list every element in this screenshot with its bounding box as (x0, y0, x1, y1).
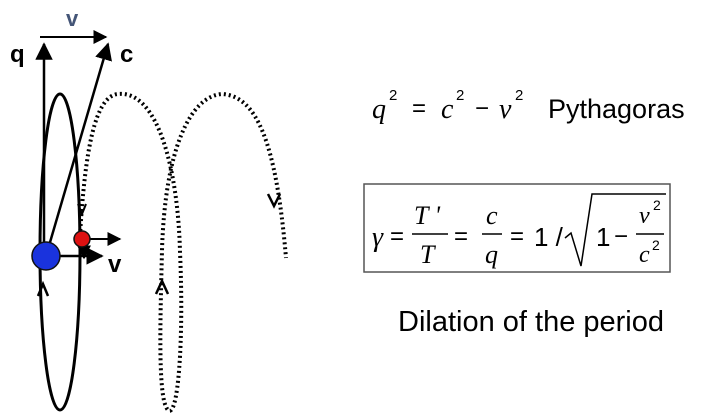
helix-arrow-up (154, 278, 170, 295)
helix-arrow-down (266, 193, 282, 209)
frac-c2: c (639, 242, 650, 268)
gamma-formula-box: γ = T ' T = c q = 1 / 1 − v 2 c 2 (363, 183, 671, 273)
eq-v-exp: 2 (515, 87, 523, 104)
gamma-symbol: γ (372, 222, 384, 253)
q-axis-label: q (10, 41, 25, 68)
sqrt-minus: − (614, 223, 628, 250)
c-axis-label: c (120, 41, 133, 68)
eq-q-exp: 2 (389, 87, 397, 104)
frac-tprime: T ' (414, 201, 440, 230)
frac-v-exp: 2 (653, 197, 661, 213)
sqrt-one: 1 (596, 222, 610, 252)
eq-v: v (499, 94, 512, 125)
pythagoras-equation: q 2 = c 2 − v 2 Pythagoras (372, 87, 685, 125)
frac-c2-exp: 2 (652, 237, 660, 253)
eq-c-exp: 2 (456, 87, 464, 104)
eq-q: q (372, 94, 386, 125)
gamma-equals-3: = (510, 223, 524, 250)
pythagoras-label: Pythagoras (548, 94, 685, 124)
eq-equals: = (412, 95, 426, 122)
gamma-equals-1: = (390, 223, 404, 250)
period-dilation-caption: Dilation of the period (398, 306, 664, 338)
helix-arrow-red (77, 203, 87, 217)
c-axis-arrow (44, 42, 112, 257)
red-particle (73, 230, 91, 248)
orbit-direction-chevron (36, 280, 50, 297)
sqrt-sign (564, 193, 666, 267)
blue-particle (31, 241, 61, 271)
frac-q: q (485, 240, 498, 269)
formula-frame (363, 183, 671, 273)
frac-v: v (639, 203, 650, 229)
one-over: 1 / (534, 222, 564, 252)
frac-c: c (486, 201, 498, 230)
blue-velocity-label: v (108, 251, 122, 278)
gamma-equals-2: = (454, 223, 468, 250)
eq-c: c (441, 94, 454, 125)
frac-t: T (420, 240, 436, 269)
top-velocity-label: v (66, 6, 79, 31)
eq-minus: − (475, 95, 489, 122)
